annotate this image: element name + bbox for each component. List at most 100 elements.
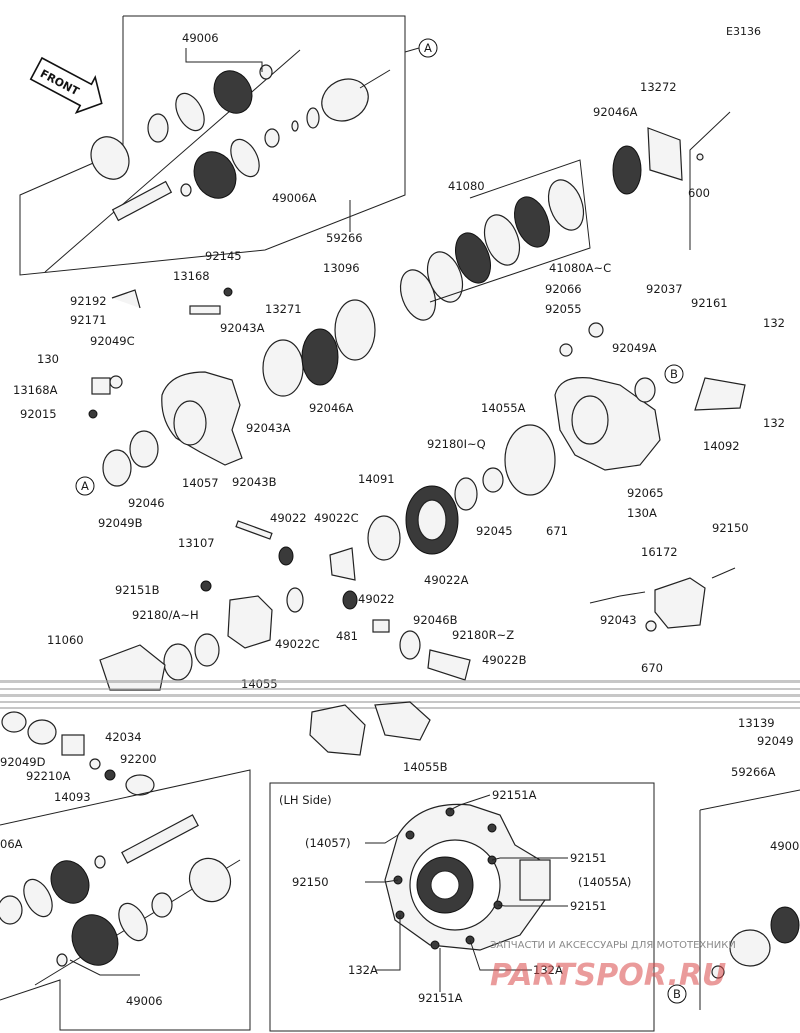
rear-left-axle-group-outline [0, 769, 251, 1031]
case-14091 [367, 515, 401, 561]
oring-670 [645, 620, 657, 632]
label-600: 600 [688, 186, 710, 200]
label-59266: 59266 [326, 231, 363, 245]
label-92049c: 92049C [90, 334, 135, 348]
label-92046a-mid: 92046A [309, 401, 354, 415]
label-13271: 13271 [265, 302, 302, 316]
label-4900-cut: 4900 [770, 839, 799, 853]
label-49022b: 49022B [482, 653, 527, 667]
label-92049-cut: 92049 [757, 734, 794, 748]
shim-92180r-z [399, 630, 421, 660]
bearing-92046a-mid [301, 328, 339, 386]
label-92049d: 92049D [0, 755, 46, 769]
label-92045: 92045 [476, 524, 513, 538]
callout-b-bottom: B [667, 984, 687, 1004]
label-49006-bot: 49006 [126, 994, 163, 1008]
label-49006-top: 49006 [182, 31, 219, 45]
label-92055: 92055 [545, 302, 582, 316]
coupling-42034 [61, 734, 85, 756]
label-41080a-c: 41080A~C [549, 261, 611, 275]
svg-text:A: A [81, 479, 89, 493]
hub-13096 [334, 299, 376, 361]
label-92171: 92171 [70, 313, 107, 327]
label-49022-2: 49022 [358, 592, 395, 606]
label-13139: 13139 [738, 716, 775, 730]
label-11060: 11060 [47, 633, 84, 647]
front-arrow-icon: FRONT [29, 56, 103, 115]
label-92150-top: 92150 [712, 521, 749, 535]
label-41080: 41080 [448, 179, 485, 193]
bearing-92046b [372, 619, 390, 633]
plate-13272 [647, 127, 683, 181]
rear-right-axle-assembly [711, 906, 800, 979]
oring-92055 [559, 343, 573, 357]
label-92210a: 92210A [26, 769, 71, 783]
shaft-13107 [235, 520, 273, 540]
lh-label-92151a-bot: 92151A [418, 991, 463, 1005]
svg-text:A: A [424, 41, 432, 55]
label-92161: 92161 [691, 296, 728, 310]
label-42034: 42034 [105, 730, 142, 744]
label-14057: 14057 [182, 476, 219, 490]
label-92015: 92015 [20, 407, 57, 421]
label-671: 671 [546, 524, 568, 538]
label-13107: 13107 [178, 536, 215, 550]
shaft-13168 [189, 305, 221, 315]
seal-left-cut [1, 711, 27, 733]
pin-600 [696, 153, 704, 161]
shim-92180i-q [454, 477, 478, 511]
label-14055a: 14055A [481, 401, 526, 415]
rear-right-axle-group-outline [699, 789, 800, 811]
label-130: 130 [37, 352, 59, 366]
label-92180i-q: 92180I~Q [427, 437, 486, 451]
label-92046: 92046 [128, 496, 165, 510]
label-92145: 92145 [205, 249, 242, 263]
seal-92066 [588, 322, 604, 338]
label-92192: 92192 [70, 294, 107, 308]
lh-label-14055a: (14055A) [578, 875, 631, 889]
pinion-49022b [427, 649, 471, 681]
svg-text:B: B [670, 367, 678, 381]
label-59266a: 59266A [731, 765, 776, 779]
lh-side-title: (LH Side) [279, 793, 332, 807]
bracket-14092 [694, 377, 746, 411]
label-14091: 14091 [358, 472, 395, 486]
gear-49022c-1 [329, 547, 356, 581]
wire-92192 [111, 289, 141, 309]
seal-92046 [129, 430, 159, 468]
front-right-axle-assembly [44, 49, 391, 273]
label-132-1: 132 [763, 316, 785, 330]
lh-label-132a-1: 132A [348, 963, 378, 977]
label-13168: 13168 [173, 269, 210, 283]
gear-49022c-2 [286, 587, 304, 613]
bolt-92151b [200, 580, 212, 592]
nut-92015 [88, 409, 98, 419]
lh-label-92151-1: 92151 [570, 851, 607, 865]
label-92046b: 92046B [413, 613, 458, 627]
cable-16172 [589, 591, 646, 604]
dust-cover-14093 [125, 774, 155, 796]
label-13272: 13272 [640, 80, 677, 94]
label-92043: 92043 [600, 613, 637, 627]
seal-92049b [102, 449, 132, 487]
clip-92145 [223, 287, 233, 297]
oring-671 [504, 424, 556, 496]
label-92180r-z: 92180R~Z [452, 628, 514, 642]
clutch-plate-stack [399, 179, 585, 321]
actuator-16172 [654, 577, 706, 629]
seal-92049c [109, 375, 123, 389]
lh-label-92151a-top-text: 92151A [492, 788, 537, 802]
label-132-2: 132 [763, 416, 785, 430]
washer-92200 [89, 758, 101, 770]
bearing-92045 [482, 467, 504, 493]
label-481: 481 [336, 629, 358, 643]
lever-13168a [91, 377, 111, 395]
gear-49022-2 [342, 590, 358, 610]
callout-b-right: B [664, 364, 684, 384]
lh-label-92151-2: 92151 [570, 899, 607, 913]
label-49006a: 49006A [272, 191, 317, 205]
label-670: 670 [641, 661, 663, 675]
label-92066: 92066 [545, 282, 582, 296]
label-49022c-2: 49022C [275, 637, 320, 651]
label-92049b: 92049B [98, 516, 143, 530]
